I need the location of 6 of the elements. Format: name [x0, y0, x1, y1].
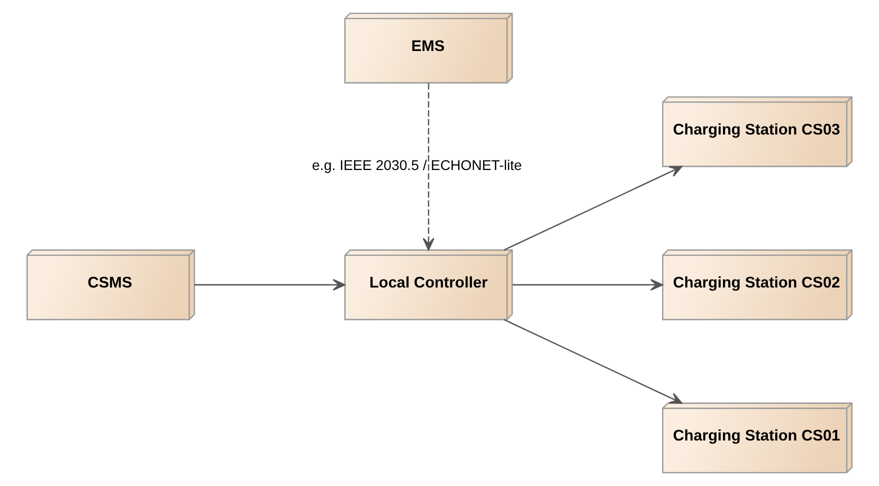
edge-label: e.g. IEEE 2030.5 / ECHONET-lite — [312, 157, 522, 174]
arrow — [504, 166, 682, 251]
arrow — [504, 318, 682, 404]
arrow — [422, 83, 434, 251]
arrow — [194, 278, 346, 291]
arrow — [512, 278, 664, 291]
